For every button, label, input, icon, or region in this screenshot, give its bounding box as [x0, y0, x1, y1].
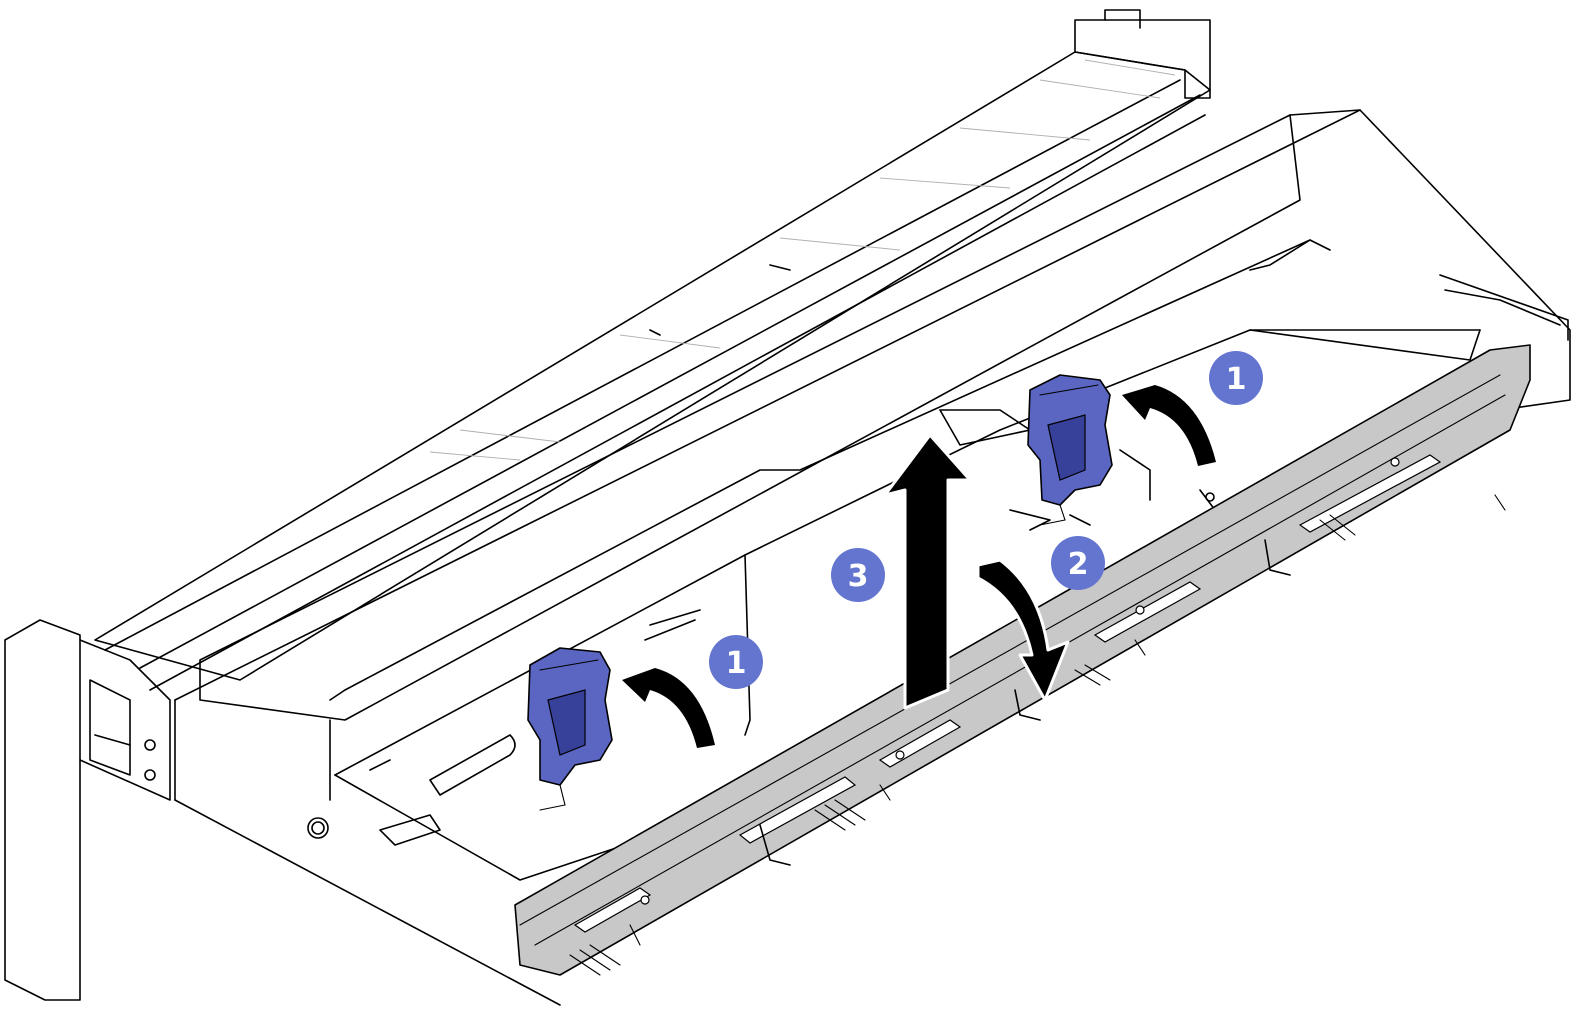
rotate-arrow-icon-right: [1122, 385, 1216, 466]
callout-step-2: 2: [1051, 536, 1105, 590]
release-latch-icon-left: [527, 647, 613, 811]
callout-label: 2: [1068, 547, 1089, 582]
callout-label: 1: [1226, 362, 1247, 397]
callout-label: 3: [848, 559, 869, 594]
server-chassis: [4, 9, 1571, 1006]
callout-step-1-left: 1: [709, 635, 763, 689]
lift-arrow-icon: [883, 433, 972, 710]
rail-hatching: [429, 59, 1176, 461]
callout-step-1-right: 1: [1209, 351, 1263, 405]
tilt-arrow-icon: [976, 558, 1070, 702]
rotate-arrow-icon-left: [622, 668, 715, 748]
callout-label: 1: [726, 646, 747, 681]
release-latch-icon-right: [1027, 374, 1113, 526]
callout-step-3: 3: [831, 548, 885, 602]
